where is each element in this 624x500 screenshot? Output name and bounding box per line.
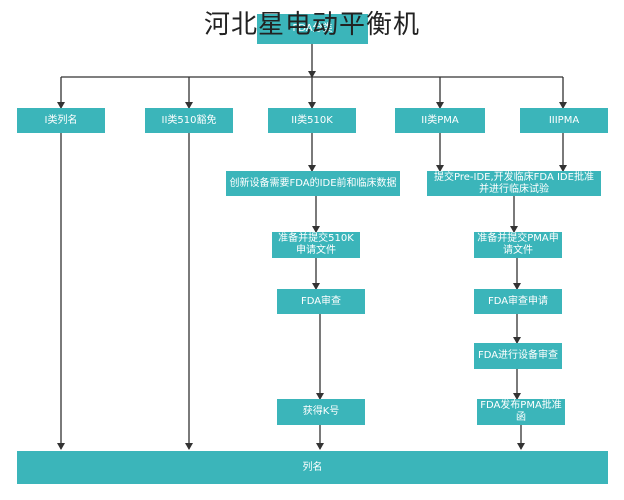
node-root: FDA分类	[257, 14, 368, 44]
node-class2-pma: II类PMA	[395, 108, 485, 133]
node-pma-step3: FDA审查申请	[474, 289, 562, 314]
node-510k-step3: FDA审查	[277, 289, 365, 314]
node-class2-510k: II类510K	[268, 108, 356, 133]
node-class3-pma: IIIPMA	[520, 108, 608, 133]
node-510k-step4: 获得K号	[277, 399, 365, 425]
node-class1: I类列名	[17, 108, 105, 133]
node-pma-step1: 提交Pre-IDE,开发临床FDA IDE批准并进行临床试验	[427, 171, 601, 196]
node-510k-step2: 准备并提交510K申请文件	[272, 232, 360, 258]
page-title: 河北星电动平衡机	[203, 10, 420, 40]
node-pma-step5: FDA发布PMA批准函	[477, 399, 565, 425]
node-pma-step4: FDA进行设备审查	[474, 343, 562, 369]
node-pma-step2: 准备并提交PMA申请文件	[474, 232, 562, 258]
node-final: 列名	[17, 451, 608, 484]
node-class2-exempt: II类510豁免	[145, 108, 233, 133]
node-510k-step1: 创新设备需要FDA的IDE前和临床数据	[226, 171, 400, 196]
